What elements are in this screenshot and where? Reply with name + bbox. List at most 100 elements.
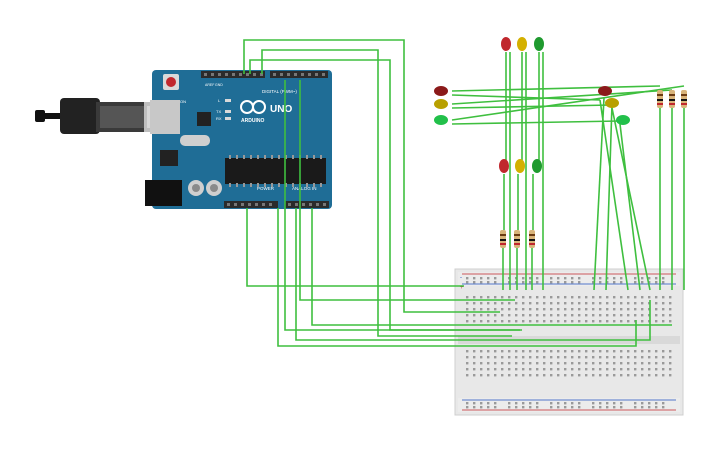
breadboard-hole[interactable] [536, 320, 539, 323]
rail-hole[interactable] [613, 281, 616, 284]
breadboard-hole[interactable] [620, 368, 623, 371]
breadboard-hole[interactable] [641, 314, 644, 317]
breadboard-hole[interactable] [536, 296, 539, 299]
rail-hole[interactable] [655, 277, 658, 280]
rail-hole[interactable] [550, 281, 553, 284]
wire-9[interactable] [299, 80, 515, 301]
rail-hole[interactable] [592, 281, 595, 284]
breadboard-hole[interactable] [571, 362, 574, 365]
rail-hole[interactable] [536, 281, 539, 284]
breadboard-hole[interactable] [543, 374, 546, 377]
breadboard-hole[interactable] [564, 314, 567, 317]
breadboard-hole[interactable] [536, 314, 539, 317]
rail-hole[interactable] [641, 402, 644, 405]
breadboard-hole[interactable] [578, 302, 581, 305]
rail-hole[interactable] [606, 277, 609, 280]
wire-8[interactable] [284, 80, 520, 331]
breadboard-hole[interactable] [466, 356, 469, 359]
breadboard-hole[interactable] [529, 374, 532, 377]
breadboard-hole[interactable] [536, 368, 539, 371]
breadboard-hole[interactable] [641, 362, 644, 365]
breadboard-hole[interactable] [669, 296, 672, 299]
breadboard-hole[interactable] [620, 356, 623, 359]
rail-hole[interactable] [613, 277, 616, 280]
breadboard-hole[interactable] [466, 296, 469, 299]
rail-hole[interactable] [599, 281, 602, 284]
led-red-left[interactable] [434, 86, 448, 96]
breadboard-hole[interactable] [620, 350, 623, 353]
breadboard-hole[interactable] [592, 374, 595, 377]
rail-hole[interactable] [641, 406, 644, 409]
breadboard-hole[interactable] [480, 356, 483, 359]
wire-5[interactable] [277, 208, 637, 347]
rail-hole[interactable] [494, 281, 497, 284]
breadboard-hole[interactable] [571, 314, 574, 317]
breadboard-hole[interactable] [662, 314, 665, 317]
breadboard-hole[interactable] [655, 362, 658, 365]
breadboard-hole[interactable] [522, 308, 525, 311]
rail-hole[interactable] [592, 277, 595, 280]
rail-hole[interactable] [634, 402, 637, 405]
breadboard-hole[interactable] [620, 308, 623, 311]
breadboard-hole[interactable] [480, 302, 483, 305]
rail-hole[interactable] [648, 277, 651, 280]
breadboard-hole[interactable] [487, 362, 490, 365]
reset-button[interactable] [163, 74, 179, 90]
rail-hole[interactable] [529, 402, 532, 405]
breadboard-hole[interactable] [494, 362, 497, 365]
breadboard-hole[interactable] [592, 296, 595, 299]
led-yellow-top[interactable] [517, 37, 527, 51]
breadboard-hole[interactable] [592, 362, 595, 365]
rail-hole[interactable] [466, 406, 469, 409]
rail-hole[interactable] [648, 281, 651, 284]
rail-hole[interactable] [487, 281, 490, 284]
breadboard-hole[interactable] [648, 356, 651, 359]
rail-hole[interactable] [557, 406, 560, 409]
breadboard-hole[interactable] [480, 350, 483, 353]
rail-hole[interactable] [536, 406, 539, 409]
breadboard-hole[interactable] [571, 320, 574, 323]
rail-hole[interactable] [550, 277, 553, 280]
breadboard-hole[interactable] [606, 368, 609, 371]
breadboard-hole[interactable] [529, 314, 532, 317]
breadboard-hole[interactable] [473, 296, 476, 299]
breadboard-hole[interactable] [480, 314, 483, 317]
breadboard-hole[interactable] [599, 356, 602, 359]
breadboard-hole[interactable] [508, 350, 511, 353]
breadboard-hole[interactable] [669, 368, 672, 371]
rail-hole[interactable] [522, 406, 525, 409]
rail-hole[interactable] [599, 406, 602, 409]
breadboard-hole[interactable] [620, 296, 623, 299]
rail-hole[interactable] [655, 406, 658, 409]
wire-left-led-1[interactable] [451, 85, 661, 92]
breadboard-hole[interactable] [662, 350, 665, 353]
breadboard-hole[interactable] [557, 350, 560, 353]
rail-hole[interactable] [606, 406, 609, 409]
breadboard-hole[interactable] [543, 308, 546, 311]
breadboard-hole[interactable] [620, 320, 623, 323]
breadboard-hole[interactable] [634, 314, 637, 317]
rail-hole[interactable] [480, 406, 483, 409]
breadboard-hole[interactable] [536, 302, 539, 305]
breadboard-hole[interactable] [627, 320, 630, 323]
rail-hole[interactable] [529, 281, 532, 284]
digital-header-right[interactable] [270, 71, 328, 78]
wire-cross-1[interactable] [599, 99, 629, 291]
breadboard-hole[interactable] [508, 320, 511, 323]
rail-hole[interactable] [606, 402, 609, 405]
rail-hole[interactable] [662, 406, 665, 409]
breadboard-hole[interactable] [557, 308, 560, 311]
breadboard-hole[interactable] [494, 314, 497, 317]
breadboard-hole[interactable] [655, 296, 658, 299]
breadboard-hole[interactable] [585, 362, 588, 365]
breadboard-hole[interactable] [543, 356, 546, 359]
led-yellow-left[interactable] [434, 99, 448, 109]
breadboard-hole[interactable] [529, 302, 532, 305]
breadboard-hole[interactable] [543, 368, 546, 371]
breadboard-hole[interactable] [557, 314, 560, 317]
breadboard-hole[interactable] [564, 308, 567, 311]
breadboard-hole[interactable] [634, 350, 637, 353]
rail-hole[interactable] [655, 281, 658, 284]
wire-left-led-3[interactable] [451, 85, 685, 121]
breadboard-hole[interactable] [550, 374, 553, 377]
